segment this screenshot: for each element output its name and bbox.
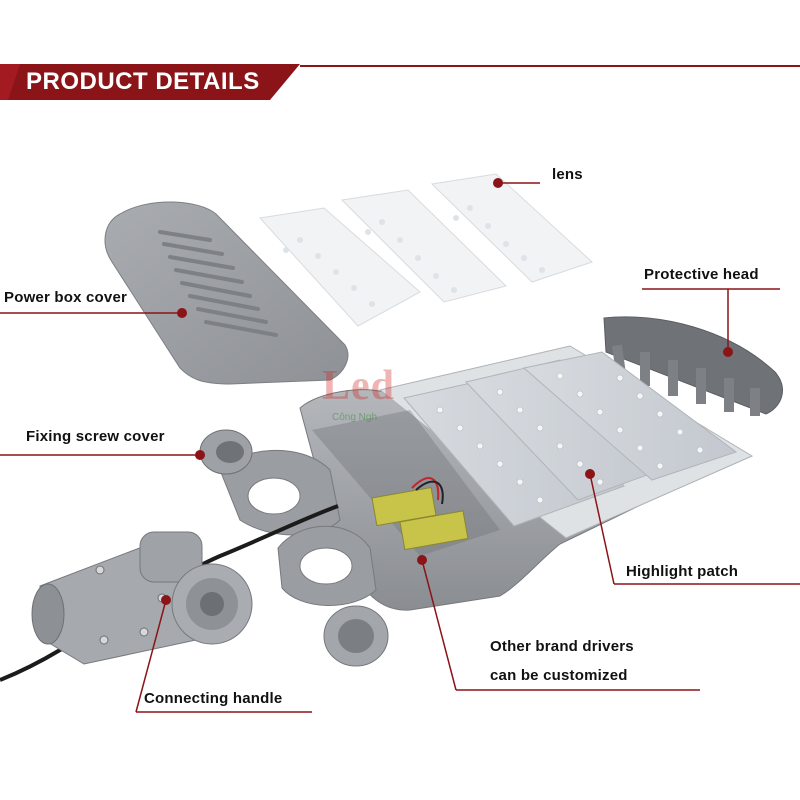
driver-boxes [371, 477, 469, 551]
callout-lens: lens [552, 166, 583, 183]
callout-highlight-patch: Highlight patch [626, 563, 739, 580]
callout-connecting-handle: Connecting handle [144, 690, 283, 707]
lower-cap [323, 605, 389, 667]
callout-fixing-screw-cover: Fixing screw cover [26, 428, 165, 445]
power-box-cover [104, 201, 349, 385]
watermark-subtext: Công Ngh [332, 412, 378, 423]
callout-dots [161, 178, 733, 605]
callout-power-box-cover: Power box cover [4, 289, 128, 306]
watermark-logo: Led [322, 363, 396, 409]
mount-arms [219, 450, 377, 606]
callout-leaders [0, 182, 800, 713]
callout-other-brand-drivers-line2: can be customized [490, 667, 628, 684]
fixing-screw-cover [199, 429, 253, 475]
header-band [0, 64, 800, 100]
callout-protective-head: Protective head [644, 266, 759, 283]
housing [299, 345, 754, 611]
page-title: PRODUCT DETAILS [26, 68, 260, 95]
lens-group [259, 173, 593, 327]
callout-other-brand-drivers-line1: Other brand drivers [490, 638, 634, 655]
connecting-handle [31, 531, 253, 665]
